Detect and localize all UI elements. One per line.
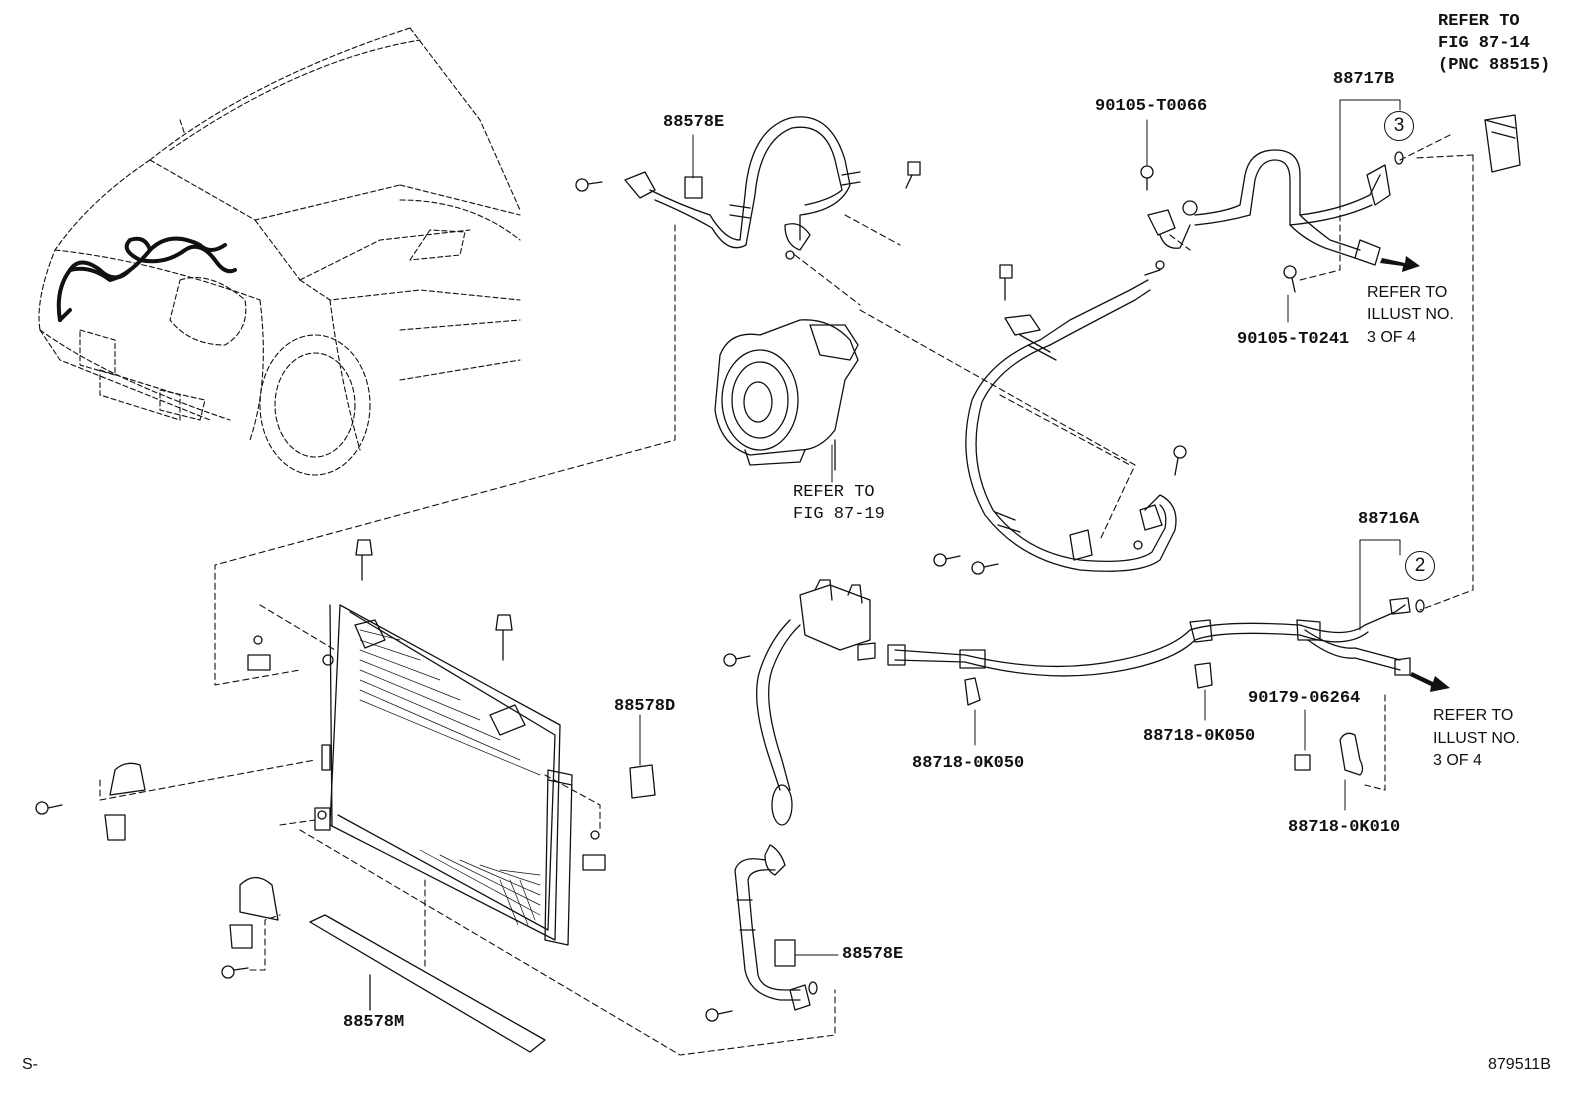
hose-lower — [705, 844, 818, 1022]
part-88578D-label[interactable]: 88578D — [614, 697, 676, 716]
part-88578E-top-label[interactable]: 88578E — [663, 113, 725, 132]
expansion-valve — [1484, 114, 1521, 173]
part-88718-0K050-b-label[interactable]: 88718-0K050 — [1143, 727, 1256, 746]
refer-fig-87-14-line3[interactable]: (PNC 88515) — [1438, 56, 1551, 75]
hose-discharge-mid — [933, 260, 1187, 575]
dashed-leaders — [99, 134, 1474, 1056]
refer-illust-top-line1[interactable]: REFER TO — [1367, 284, 1448, 301]
bolts-condenser — [35, 539, 606, 979]
part-90105-T0241-label[interactable]: 90105-T0241 — [1237, 330, 1350, 349]
label-leaders — [639, 99, 1401, 956]
refer-illust-bottom-line3[interactable]: 3 OF 4 — [1433, 752, 1482, 769]
part-88578E-bottom-label[interactable]: 88578E — [842, 945, 904, 964]
refer-fig-87-14-line1[interactable]: REFER TO — [1438, 12, 1520, 31]
refer-illust-bottom-line1[interactable]: REFER TO — [1433, 707, 1514, 724]
part-88578M-label[interactable]: 88578M — [343, 1013, 405, 1032]
cushion-88578D — [629, 764, 656, 799]
part-90105-T0066-label[interactable]: 90105-T0066 — [1095, 97, 1208, 116]
refer-illust-top-line2[interactable]: ILLUST NO. — [1367, 306, 1454, 323]
corner-marker: S- — [22, 1056, 38, 1073]
compressor — [714, 319, 859, 471]
refer-fig-87-14-line2[interactable]: FIG 87-14 — [1438, 34, 1530, 53]
vehicle-harness — [56, 236, 237, 322]
figure-id: 879511B — [1488, 1056, 1551, 1073]
part-88718-0K050-a-label[interactable]: 88718-0K050 — [912, 754, 1025, 773]
part-88717B-label[interactable]: 88717B — [1333, 70, 1395, 89]
hose-suction-88717B — [1140, 149, 1404, 293]
refer-fig-87-19-line1[interactable]: REFER TO — [793, 483, 875, 502]
arrow-icons — [1380, 256, 1450, 692]
receiver-block — [723, 579, 876, 826]
refer-fig-87-19-line2[interactable]: FIG 87-19 — [793, 505, 885, 524]
part-88718-0K010-label[interactable]: 88718-0K010 — [1288, 818, 1401, 837]
part-88716A-label[interactable]: 88716A — [1358, 510, 1420, 529]
hose-suction-top — [575, 116, 921, 260]
refer-illust-top-line3[interactable]: 3 OF 4 — [1367, 329, 1416, 346]
callout-2[interactable]: 2 — [1405, 551, 1435, 581]
condenser — [314, 604, 573, 946]
callout-3[interactable]: 3 — [1384, 111, 1414, 141]
liquid-line-88716A — [887, 597, 1425, 776]
part-90179-06264-label[interactable]: 90179-06264 — [1248, 689, 1361, 708]
refer-illust-bottom-line2[interactable]: ILLUST NO. — [1433, 730, 1520, 747]
vehicle-outline — [38, 27, 521, 476]
